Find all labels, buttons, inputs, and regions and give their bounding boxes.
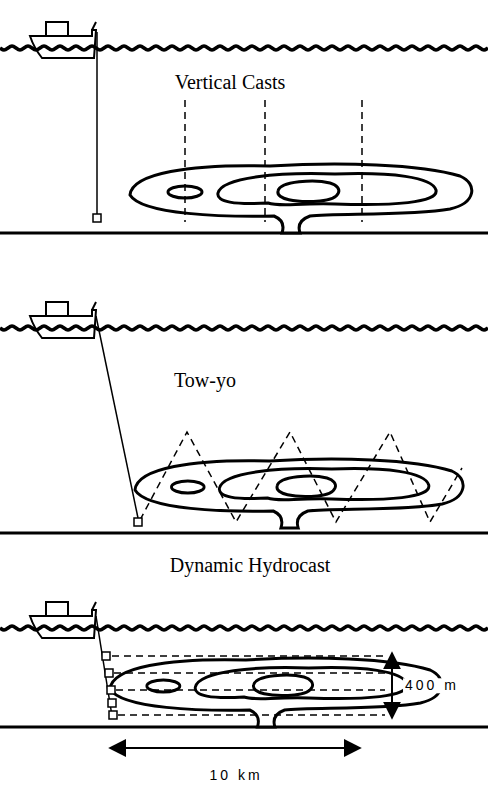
panel-vertical-casts [0, 22, 488, 233]
cast-track [185, 100, 362, 222]
method-title: Dynamic Hydrocast [168, 554, 333, 576]
tow-yo-track [140, 432, 462, 522]
dimension-label: 400 m [403, 678, 461, 693]
instrument [134, 518, 142, 526]
wire [96, 316, 138, 518]
panel-tow-yo [0, 302, 488, 533]
wave-line [0, 326, 488, 330]
dimension-arrow [110, 747, 360, 749]
wave-line [0, 626, 488, 630]
seabed [0, 726, 488, 729]
sampling-depths [112, 656, 385, 715]
instrument [102, 652, 117, 719]
seabed [0, 532, 488, 535]
dimension-arrow [391, 653, 393, 718]
method-title: Vertical Casts [173, 71, 288, 93]
sea-surface [0, 46, 488, 630]
instrument [93, 214, 101, 222]
dimension-label: 10 km [207, 768, 264, 783]
seabed [0, 232, 488, 235]
wave-line [0, 46, 488, 50]
method-title: Tow-yo [172, 369, 238, 391]
wire [96, 32, 98, 214]
panel-dynamic-hydrocast [0, 602, 488, 748]
